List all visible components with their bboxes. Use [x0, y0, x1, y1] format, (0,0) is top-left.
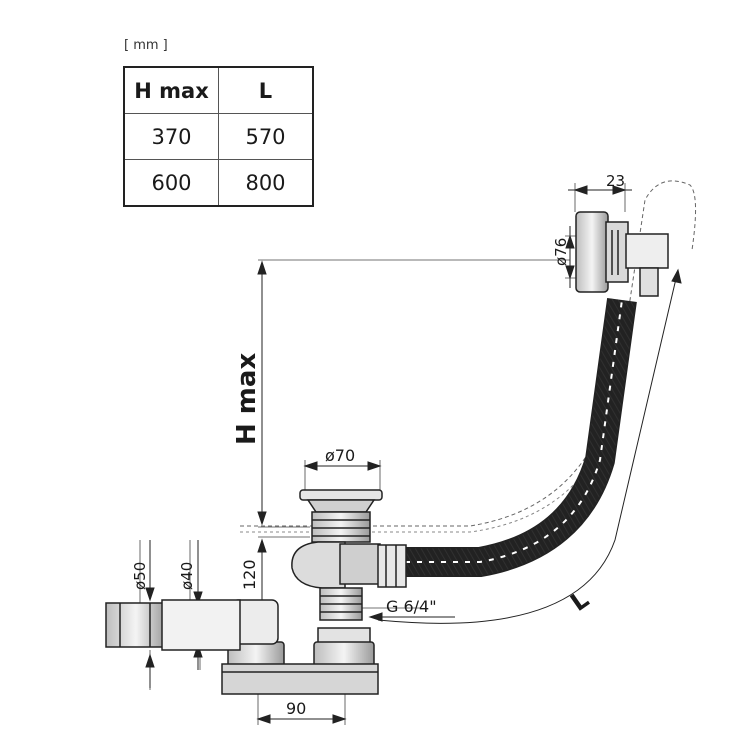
dim-40-label: ø40 [178, 562, 196, 590]
dim-90-label: 90 [286, 699, 306, 718]
units-label: [ mm ] [124, 38, 168, 53]
table-row: 370 570 [123, 113, 314, 160]
dim-23-label: 23 [606, 172, 625, 190]
table-row: 600 800 [123, 159, 314, 207]
table-cell: 570 [218, 113, 314, 160]
length-label: L [565, 585, 594, 617]
siphon-body [105, 599, 379, 695]
overflow-head [575, 211, 669, 297]
hmax-label: H max [232, 353, 262, 445]
dim-120-label: 120 [240, 559, 259, 590]
table-cell: 600 [123, 159, 219, 207]
table-cell: 370 [123, 113, 219, 160]
corrugated-hose [405, 297, 637, 577]
thread-label: G 6/4" [386, 597, 437, 616]
drain-head [291, 489, 407, 621]
table-cell: 800 [218, 159, 314, 207]
dim-70-label: ø70 [325, 446, 355, 465]
dimension-table: H max L 370 570 600 800 [123, 66, 314, 207]
dim-76-label: ø76 [552, 238, 570, 266]
table-header-hmax: H max [123, 66, 219, 114]
dim-50-label: ø50 [131, 562, 149, 590]
dashed-pipe-outline [240, 180, 697, 527]
